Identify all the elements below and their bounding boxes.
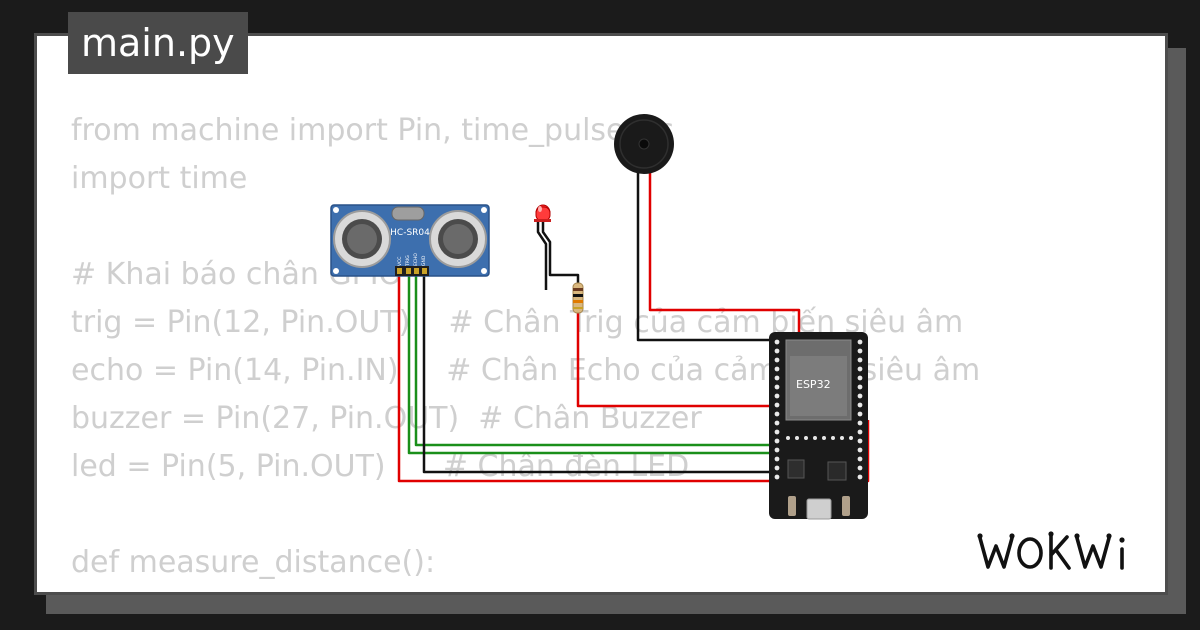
- sensor-model-label: HC-SR04: [390, 228, 430, 238]
- board-pins-bottom: [786, 436, 853, 440]
- transducer-right: [429, 210, 487, 268]
- wire-gnd: [422, 276, 776, 474]
- board-pins-left: [774, 339, 780, 480]
- led: [534, 204, 551, 222]
- code-line: import time: [71, 161, 248, 196]
- pin-label-trig: TRIG: [405, 255, 411, 267]
- code-card: from machine import Pin, time_pulse_us i…: [34, 33, 1168, 595]
- transducer-left: [333, 210, 391, 268]
- ultrasonic-sensor: HC-SR04 VCC TRIG ECHO GND: [330, 204, 490, 277]
- code-line: def measure_distance():: [71, 545, 436, 580]
- board-label: ESP32: [796, 378, 831, 391]
- code-line: trig = Pin(12, Pin.OUT) # Chân Trig của …: [71, 305, 964, 340]
- wokwi-logo: [977, 531, 1125, 570]
- file-tab[interactable]: main.py: [68, 12, 248, 74]
- resistor: [572, 282, 584, 314]
- wire-led-cathode: [536, 222, 548, 290]
- code-line: echo = Pin(14, Pin.IN) # Chân Echo của c…: [71, 353, 981, 388]
- pin-label-echo: ECHO: [413, 253, 419, 266]
- buzzer: [614, 114, 674, 174]
- wire-echo: [414, 276, 778, 447]
- board-pins-right: [857, 339, 863, 480]
- esp32-board: ESP32: [769, 332, 868, 520]
- code-line: led = Pin(5, Pin.OUT) # Chân đèn LED: [71, 449, 690, 484]
- wire-led-anode: [541, 222, 580, 283]
- code-listing: from machine import Pin, time_pulse_us i…: [71, 107, 981, 592]
- pin-label-vcc: VCC: [397, 257, 403, 266]
- wire-resistor: [576, 313, 778, 408]
- pin-label-gnd: GND: [421, 255, 427, 266]
- wire-trig: [407, 276, 778, 455]
